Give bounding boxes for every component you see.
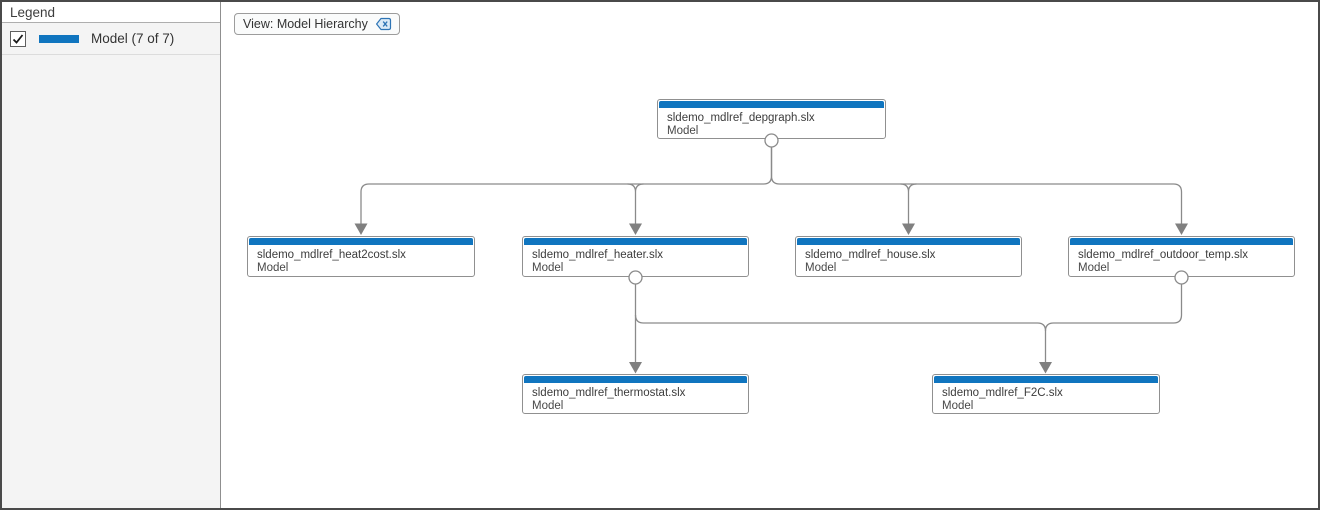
model-visibility-checkbox[interactable] <box>10 30 26 47</box>
legend-item-label: Model (7 of 7) <box>91 31 175 46</box>
node-sldemo-mdlref-heater[interactable]: sldemo_mdlref_heater.slx Model <box>522 236 749 277</box>
legend-item-model[interactable]: Model (7 of 7) <box>2 23 220 54</box>
legend-panel: Legend Model (7 of 7) <box>2 2 221 508</box>
node-label: sldemo_mdlref_heater.slx <box>532 249 664 261</box>
node-label: sldemo_mdlref_outdoor_temp.slx <box>1078 249 1249 261</box>
node-sldemo-mdlref-heat2cost[interactable]: sldemo_mdlref_heat2cost.slx Model <box>247 236 475 277</box>
node-accent-bar <box>797 238 1020 245</box>
node-label: sldemo_mdlref_heat2cost.slx <box>257 249 406 261</box>
model-color-swatch <box>39 34 79 43</box>
node-label: sldemo_mdlref_house.slx <box>805 249 936 261</box>
node-type-label: Model <box>532 400 564 412</box>
arrowhead-icons <box>354 223 1188 374</box>
node-type-label: Model <box>805 262 837 274</box>
node-accent-bar <box>659 101 884 108</box>
checkmark-icon <box>12 33 24 44</box>
node-label: sldemo_mdlref_depgraph.slx <box>667 112 815 124</box>
node-label: sldemo_mdlref_F2C.slx <box>942 387 1063 399</box>
node-accent-bar <box>249 238 473 245</box>
view-filter-label: View: Model Hierarchy <box>243 17 368 31</box>
node-type-label: Model <box>1078 262 1110 274</box>
node-sldemo-mdlref-outdoor-temp[interactable]: sldemo_mdlref_outdoor_temp.slx Model <box>1068 236 1295 277</box>
node-sldemo-mdlref-depgraph[interactable]: sldemo_mdlref_depgraph.slx Model <box>657 99 886 139</box>
legend-separator <box>2 54 220 55</box>
node-accent-bar <box>1070 238 1293 245</box>
clear-filter-icon[interactable] <box>375 17 392 31</box>
node-accent-bar <box>524 376 747 383</box>
node-sldemo-mdlref-f2c[interactable]: sldemo_mdlref_F2C.slx Model <box>932 374 1160 414</box>
node-accent-bar <box>524 238 747 245</box>
view-filter-chip[interactable]: View: Model Hierarchy <box>234 13 400 35</box>
node-accent-bar <box>934 376 1158 383</box>
node-sldemo-mdlref-house[interactable]: sldemo_mdlref_house.slx Model <box>795 236 1022 277</box>
node-label: sldemo_mdlref_thermostat.slx <box>532 387 686 399</box>
node-sldemo-mdlref-thermostat[interactable]: sldemo_mdlref_thermostat.slx Model <box>522 374 749 414</box>
legend-panel-title: Legend <box>2 2 220 23</box>
node-type-label: Model <box>942 400 974 412</box>
node-type-label: Model <box>257 262 289 274</box>
node-type-label: Model <box>667 125 699 137</box>
node-type-label: Model <box>532 262 564 274</box>
